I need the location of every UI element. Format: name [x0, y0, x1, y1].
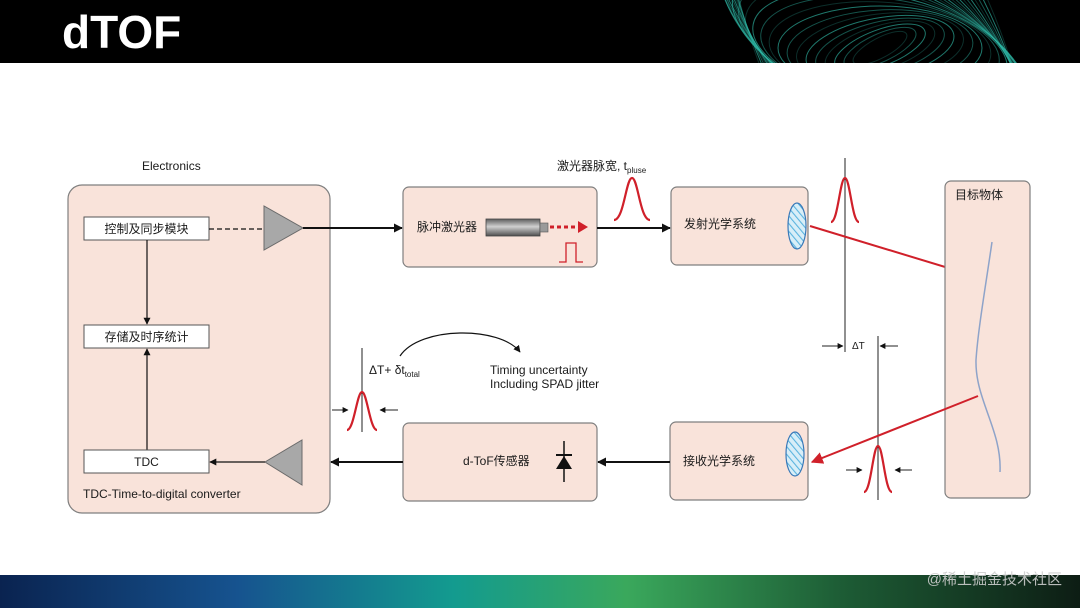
electronics-section: Electronics 控制及同步模块 存储及时序统计 TDC TDC-Time…	[67, 159, 331, 514]
swirl-line	[768, 1, 992, 63]
detected-pulse-group	[332, 348, 398, 432]
swirl-line	[843, 26, 917, 63]
timing-note-line2: Including SPAD jitter	[490, 377, 599, 391]
header-bar: dTOF	[0, 0, 1080, 63]
total-delay-label: ΔT+ δttotal	[369, 363, 420, 379]
sensor-section: d-ToF传感器	[402, 422, 598, 502]
swirl-line	[760, 0, 1000, 63]
swirl-line	[777, 5, 983, 63]
square-pulse-icon	[559, 242, 583, 263]
swirl-line	[786, 9, 974, 63]
swirl-line	[815, 17, 945, 63]
tx-optics-label: 发射光学系统	[684, 216, 756, 231]
delta-t-label: ΔT	[852, 341, 865, 352]
photodiode-icon	[556, 441, 572, 482]
header-background	[0, 0, 1080, 63]
watermark-text: @稀土掘金技术社区	[927, 571, 1062, 588]
laser-emitter-icon	[485, 218, 549, 237]
swirl-line	[752, 0, 1008, 63]
amplifier-icon	[264, 439, 303, 486]
reflected-light-ray	[810, 395, 979, 464]
page-title: dTOF	[62, 6, 181, 58]
tx-optics-block	[670, 186, 809, 266]
photodiode-triangle	[556, 456, 572, 469]
laser-body	[485, 218, 541, 237]
lens-icon	[787, 202, 807, 250]
pulse-width-text: 激光器脉宽, t	[557, 158, 628, 173]
pulsed-laser-label: 脉冲激光器	[417, 219, 477, 234]
pulse-width-label: 激光器脉宽, tpluse	[557, 158, 647, 175]
timing-uncertainty-curved-arrow	[399, 332, 521, 357]
round-trip-marker: ΔT	[822, 341, 898, 352]
tx-optics-section: 发射光学系统	[670, 186, 809, 266]
storage-timing-block	[83, 324, 210, 349]
swirl-line	[726, 0, 1034, 63]
detected-pulse	[346, 390, 378, 432]
tx-pulse	[829, 176, 861, 224]
tdc-block	[83, 449, 210, 474]
amplifier-icon	[263, 205, 305, 251]
target-block	[944, 180, 1031, 499]
laser-beam-arrowhead	[578, 221, 588, 233]
pulse-width-subscript: pluse	[627, 166, 647, 175]
electronics-block	[67, 184, 331, 514]
target-surface	[975, 241, 1001, 473]
rx-optics-section: 接收光学系统	[669, 421, 809, 501]
swirl-line	[796, 12, 964, 63]
storage-timing-label: 存储及时序统计	[104, 329, 188, 344]
emitted-pulse	[613, 176, 651, 222]
tdc-label: TDC	[134, 455, 159, 469]
footer-bar	[0, 575, 1080, 608]
target-label: 目标物体	[955, 188, 1003, 202]
rx-optics-label: 接收光学系统	[683, 453, 755, 468]
swirl-line	[852, 30, 908, 63]
electronics-label: Electronics	[142, 159, 201, 173]
timing-note-line1: Timing uncertainty	[490, 363, 588, 377]
swirl-line	[834, 23, 926, 63]
total-delay-text: ΔT+ δt	[369, 363, 405, 377]
tdc-caption: TDC-Time-to-digital converter	[83, 487, 241, 501]
rx-pulse	[862, 444, 894, 494]
lens-icon	[785, 431, 805, 477]
header-swirl-decoration	[711, 0, 1049, 63]
total-delay-subscript: total	[405, 370, 420, 379]
swirl-line	[805, 14, 955, 63]
control-sync-label: 控制及同步模块	[104, 222, 188, 236]
target-section: 目标物体	[944, 180, 1031, 499]
swirl-line	[744, 0, 1016, 63]
swirl-line	[824, 20, 936, 63]
laser-aperture	[539, 222, 549, 233]
pulsed-laser-section: 脉冲激光器	[402, 186, 598, 268]
sensor-label: d-ToF传感器	[463, 453, 530, 468]
